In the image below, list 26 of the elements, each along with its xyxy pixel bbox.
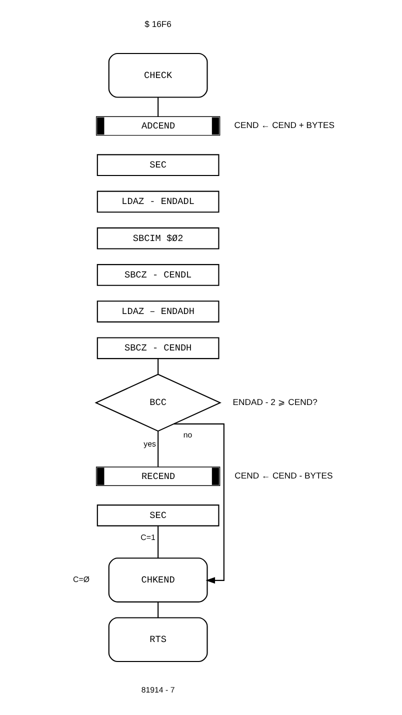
- node-label: $ 16F6: [144, 18, 171, 29]
- node-box: SBCZ - CENDH: [96, 337, 219, 360]
- node-box: RTS: [108, 617, 208, 662]
- label: C=Ø: [72, 575, 89, 584]
- node-label: ENDAD - 2 ⩾ CEND?: [232, 396, 317, 407]
- connector: [157, 526, 158, 558]
- connector: [157, 602, 158, 618]
- node-box: CHKEND: [108, 558, 208, 602]
- connector: [157, 431, 158, 467]
- edge-label: yes: [143, 440, 156, 449]
- node-box: SBCIM $Ø2: [96, 227, 219, 250]
- connector: [157, 97, 158, 117]
- node-box: LDAZ - ENDADL: [96, 190, 219, 213]
- node-box: SEC: [96, 504, 219, 526]
- node-label: CEND ← CEND + BYTES: [234, 120, 334, 130]
- node-box: SEC: [96, 154, 219, 176]
- node-box: LDAZ – ENDADH: [96, 300, 219, 322]
- node-label: CEND ← CEND - BYTES: [234, 470, 332, 481]
- edge-label: no: [182, 430, 192, 440]
- edge-label: C=1: [140, 532, 155, 542]
- node-box: SBCZ - CENDL: [96, 264, 219, 286]
- arrow: [174, 423, 224, 584]
- node-box: CHECK: [108, 52, 208, 98]
- connector: [157, 358, 158, 374]
- node-diamond: BCC: [94, 374, 221, 432]
- label: 81914 - 7: [140, 685, 174, 694]
